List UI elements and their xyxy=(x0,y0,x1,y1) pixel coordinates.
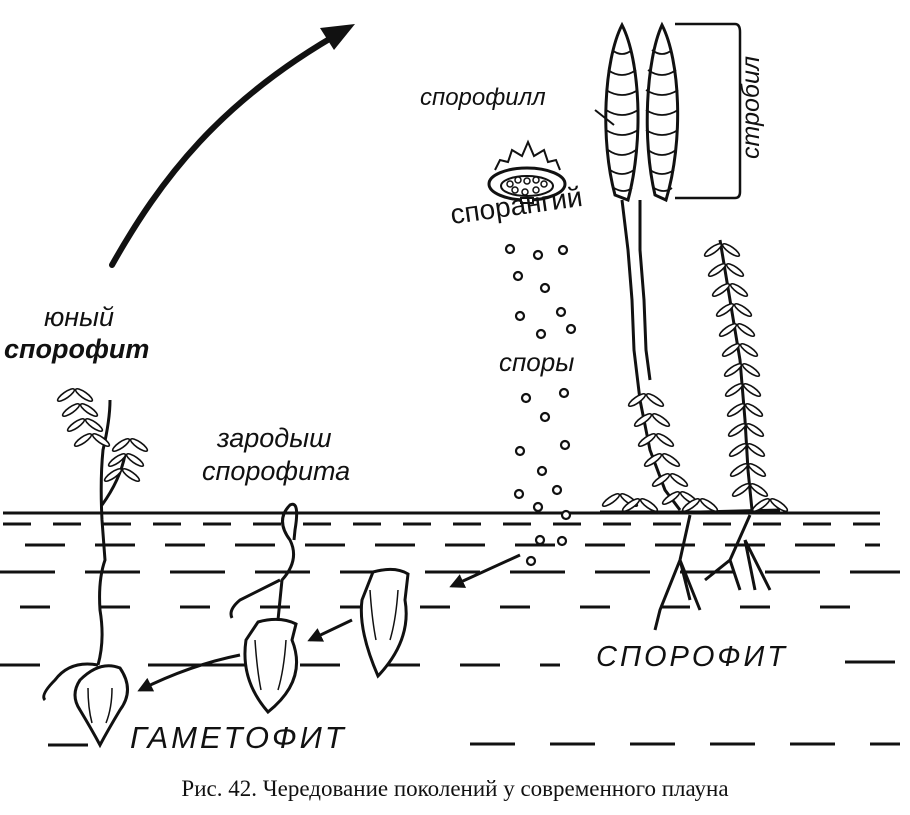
spores xyxy=(504,243,577,567)
label-embryo-1: зародыш xyxy=(217,423,332,453)
strobilus-cones xyxy=(594,21,742,203)
sporangium xyxy=(487,139,567,204)
label-sporophyll: спорофилл xyxy=(420,84,546,111)
figure-caption: Рис. 42. Чередование поколений у совреме… xyxy=(181,776,729,801)
gametophyte-left xyxy=(42,399,129,749)
label-young-sporophyte-1: юный xyxy=(44,302,115,332)
cycle-arrow xyxy=(109,24,355,268)
label-gametophyte: ГАМЕТОФИТ xyxy=(130,720,347,755)
label-sporophyte: СПОРОФИТ xyxy=(596,641,788,673)
development-arrows xyxy=(137,553,521,692)
label-spores: споры xyxy=(499,347,575,377)
gametophyte-right xyxy=(359,567,410,679)
label-strobilus: стробил xyxy=(736,56,765,159)
soil-lines xyxy=(0,511,900,747)
sporophyte-plant xyxy=(600,199,781,631)
label-young-sporophyte-2: спорофит xyxy=(4,334,150,364)
gametophyte-middle xyxy=(229,502,299,715)
label-embryo-2: спорофита xyxy=(202,456,351,486)
